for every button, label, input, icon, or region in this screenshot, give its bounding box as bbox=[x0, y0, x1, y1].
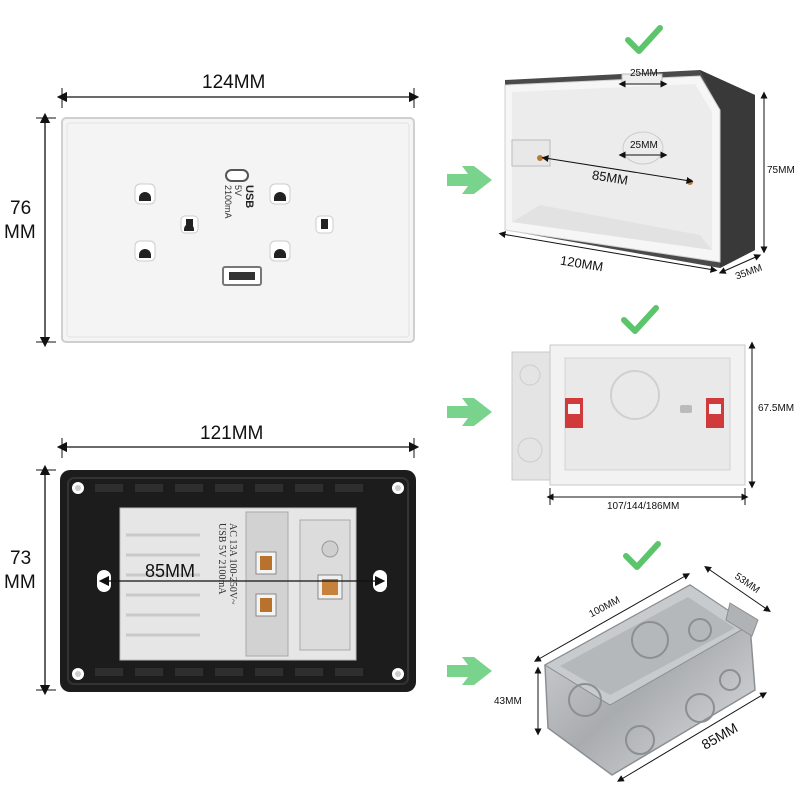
box2-height-label: 67.5MM bbox=[758, 403, 795, 414]
back-width-label: 121MM bbox=[200, 423, 264, 444]
right-arrow-icon-1 bbox=[447, 166, 492, 194]
box3-length-dim-line bbox=[616, 692, 768, 782]
right-arrow-icon-3 bbox=[447, 657, 492, 685]
check-icon-1 bbox=[625, 25, 663, 54]
front-panel-plate bbox=[61, 117, 415, 343]
front-width-label: 124MM bbox=[202, 72, 266, 93]
right-outlet bbox=[269, 183, 334, 262]
front-height-label-line2: MM bbox=[4, 222, 36, 243]
box1-top-label: 25MM bbox=[630, 68, 658, 79]
box3-height-label: 43MM bbox=[494, 696, 522, 707]
back-height-label-line1: 73 bbox=[10, 548, 32, 569]
back-height-label-line2: MM bbox=[4, 572, 36, 593]
check-icon-2 bbox=[621, 305, 659, 334]
box1-width-dim-line bbox=[498, 231, 718, 273]
box2-width-label: 107/144/186MM bbox=[607, 501, 680, 512]
box1-inner-label: 25MM bbox=[630, 140, 658, 151]
usb-c-port-icon bbox=[225, 169, 249, 182]
right-arrow-icon-2 bbox=[447, 398, 492, 426]
front-height-label-line1: 76 bbox=[10, 198, 32, 219]
check-icon-3 bbox=[623, 541, 661, 570]
box1-height-label: 75MM bbox=[767, 165, 795, 176]
box1-spacing-dim-line bbox=[541, 155, 694, 184]
left-outlet bbox=[134, 183, 199, 262]
box3-width-dim-line bbox=[533, 573, 691, 662]
box3-depth-dim-line bbox=[704, 566, 771, 612]
mount-spacing-label: 85MM bbox=[145, 561, 196, 581]
box1-depth-dim-line bbox=[718, 254, 762, 274]
